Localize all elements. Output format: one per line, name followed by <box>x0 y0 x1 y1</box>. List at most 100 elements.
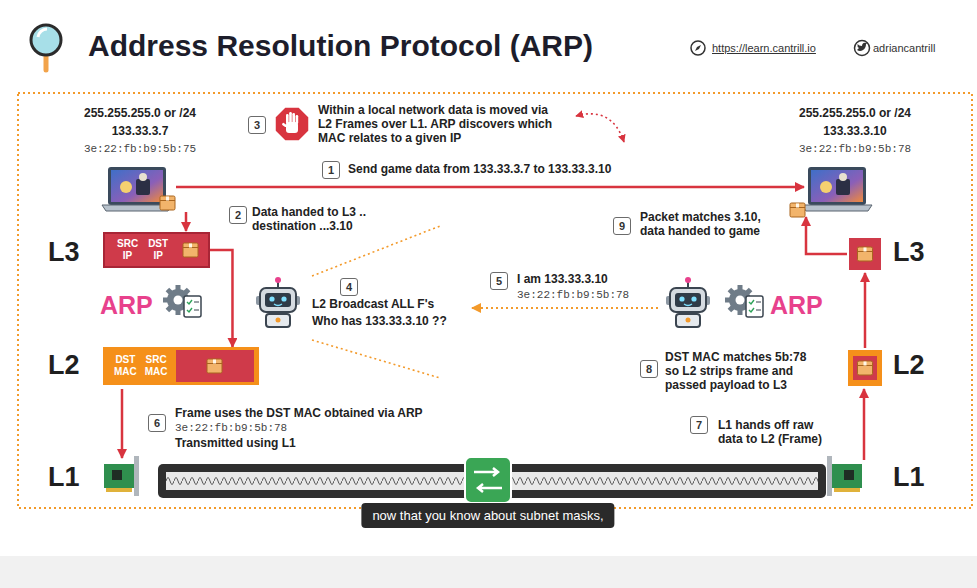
network-card-icon <box>112 470 122 480</box>
pointer-arrow <box>576 114 624 142</box>
callout-number: 9 <box>613 217 631 235</box>
arp-robot <box>281 296 286 301</box>
packet-box: SRC IPDST IP <box>103 232 210 268</box>
laptop-icon <box>136 179 150 195</box>
laptop-icon <box>120 181 132 193</box>
protocol-label: ARP <box>770 291 823 320</box>
arp-robot <box>256 277 300 327</box>
mac-address: 3e:22:fb:b9:5b:78 <box>175 421 287 435</box>
handoff-arrow <box>864 273 867 348</box>
network-card-icon <box>844 470 854 480</box>
box-label: SRC IP <box>117 238 138 262</box>
video-frame-strip <box>0 556 977 588</box>
laptop-icon <box>802 205 872 211</box>
packet-square <box>858 247 873 261</box>
laptop-icon <box>139 173 147 181</box>
laptop-icon <box>108 167 166 205</box>
frame-square <box>848 350 882 386</box>
magnifier-icon <box>31 25 61 55</box>
callout-text: Send game data from 133.33.3.7 to 133.33… <box>348 162 611 176</box>
callout-number: 3 <box>248 116 266 134</box>
flow-arrow <box>210 250 232 347</box>
link-text: https://learn.cantrill.io <box>712 42 816 54</box>
network-card-icon <box>104 464 134 488</box>
layer-label: L3 <box>893 237 925 268</box>
handoff-arrow <box>863 389 866 460</box>
arp-robot <box>275 277 281 283</box>
network-switch <box>478 484 502 492</box>
ip-address: 255.255.255.0 or /24 <box>84 106 196 121</box>
layer-label: L2 <box>893 350 925 381</box>
mac-address: 3e:22:fb:b9:5b:75 <box>84 142 196 156</box>
mac-address: 3e:22:fb:b9:5b:78 <box>799 142 911 156</box>
twitter-icon <box>857 43 868 51</box>
broadcast-line <box>312 340 440 378</box>
layer-label: L3 <box>48 237 80 268</box>
frame-square <box>853 356 877 380</box>
arp-gear-icon <box>194 302 199 303</box>
arp-gear-icon <box>746 296 763 317</box>
callout-text: Within a local network data is moved via… <box>318 103 560 145</box>
arp-gear-icon <box>736 296 745 305</box>
callout-number: 6 <box>148 414 166 432</box>
protocol-label: ARP <box>100 291 153 320</box>
callout-text: DST MAC matches 5b:78 so L2 strips frame… <box>665 350 815 392</box>
callout-number: 8 <box>640 360 658 378</box>
arp-robot <box>260 288 296 312</box>
arp-robot <box>684 304 692 306</box>
arp-robot <box>276 318 281 323</box>
handoff-arrow <box>121 389 124 458</box>
handoff-arrow <box>185 212 188 231</box>
arp-robot <box>675 293 701 307</box>
laptop-icon <box>808 167 866 205</box>
arp-robot <box>670 288 706 312</box>
layer-label: L1 <box>893 462 925 493</box>
packet-square <box>849 238 881 270</box>
data-package-icon <box>790 203 805 217</box>
arp-robot <box>269 296 274 301</box>
magnifier-icon <box>31 25 61 70</box>
magnifier-icon <box>38 29 47 37</box>
arp-gear-icon <box>749 300 754 312</box>
laptop-icon <box>111 170 163 202</box>
frame-square <box>848 350 882 386</box>
callout-text: Packet matches 3.10, data handed to game <box>640 210 775 238</box>
callout-number: 1 <box>322 161 340 179</box>
stop-hand-icon <box>275 107 309 141</box>
network-switch <box>465 457 511 503</box>
laptop-icon <box>802 167 872 211</box>
box-label: SRC MAC <box>145 354 168 378</box>
frame-box: DST MAC SRC MAC <box>103 347 259 385</box>
layer-label: L1 <box>48 462 80 493</box>
network-switch <box>474 468 498 476</box>
arp-robot <box>274 304 282 306</box>
callout-number: 5 <box>490 272 508 290</box>
stop-hand-icon <box>292 113 295 124</box>
callout-number: 4 <box>340 278 358 296</box>
callout-text: I am 133.33.3.10 <box>517 272 608 286</box>
network-card-icon <box>827 456 832 496</box>
arp-gear-icon <box>725 285 763 317</box>
arp-robot <box>676 314 700 327</box>
ip-address: 133.33.3.7 <box>112 124 169 139</box>
stop-hand-icon <box>282 122 288 127</box>
layer-label: L2 <box>48 350 80 381</box>
box-label: DST MAC <box>114 354 137 378</box>
network-card-icon <box>827 456 862 496</box>
callout-text: Transmitted using L1 <box>175 436 296 450</box>
subtitle-caption: now that you know about subnet masks, <box>361 503 614 528</box>
twitter-icon <box>855 41 870 56</box>
arp-gear-icon <box>174 296 183 305</box>
arp-gear-icon <box>163 285 201 317</box>
arp-gear-icon <box>756 310 761 311</box>
handoff-arrow <box>806 217 847 254</box>
network-card-icon <box>134 456 139 496</box>
packet-square <box>849 238 881 270</box>
callout-number: 7 <box>690 416 708 434</box>
stop-hand-icon <box>275 107 309 141</box>
network-card-icon <box>104 456 139 496</box>
arp-gear-icon <box>756 302 761 303</box>
arp-robot <box>666 277 710 327</box>
slide-title: Address Resolution Protocol (ARP) <box>88 29 593 63</box>
